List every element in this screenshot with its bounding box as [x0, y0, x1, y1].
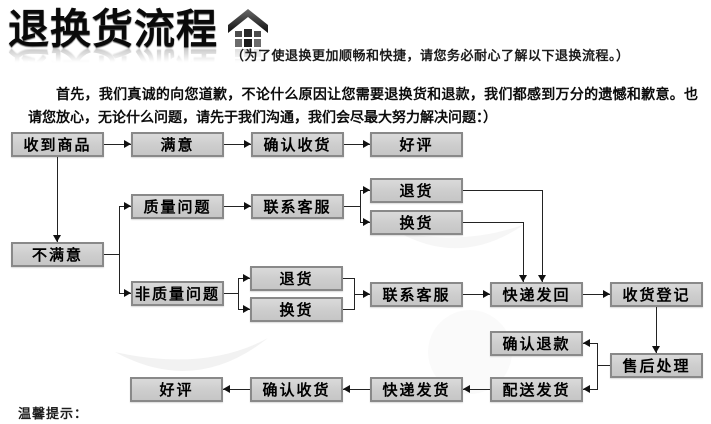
arrowhead-icon: [583, 385, 590, 393]
arrowhead-icon: [483, 290, 490, 298]
connector-line: [656, 307, 657, 353]
flow-node-quality-issue: 质量问题: [131, 194, 224, 219]
connector-line: [583, 389, 597, 390]
arrowhead-icon: [538, 275, 546, 282]
arrowhead-icon: [363, 140, 370, 148]
flow-node-satisfied: 满意: [131, 132, 224, 157]
connector-line: [597, 343, 598, 390]
intro-paragraph: 首先，我们真诚的向您道歉，不论什么原因让您需要退换货和退款，我们都感到万分的遗憾…: [28, 86, 698, 125]
flow-node-exchange-2: 换货: [250, 297, 343, 322]
flow-node-receipt-registration: 收货登记: [610, 282, 703, 307]
connector-line: [463, 389, 490, 390]
arrowhead-icon: [124, 289, 131, 297]
flow-node-after-sales: 售后处理: [610, 353, 703, 378]
connector-line: [463, 294, 490, 295]
arrowhead-icon: [652, 346, 660, 353]
connector-line: [224, 206, 251, 207]
arrowhead-icon: [244, 202, 251, 210]
arrowhead-icon: [53, 235, 61, 242]
connector-line: [223, 389, 250, 390]
arrowhead-icon: [363, 186, 370, 194]
arrowhead-icon: [463, 385, 470, 393]
arrowhead-icon: [243, 274, 250, 282]
flow-node-confirm-receipt-2: 确认收货: [250, 377, 343, 402]
arrowhead-icon: [363, 218, 370, 226]
flow-node-contact-service-2: 联系客服: [370, 282, 463, 307]
connector-line: [57, 157, 58, 242]
connector-line: [104, 144, 131, 145]
footer-note: 温馨提示：: [18, 406, 89, 421]
arrowhead-icon: [124, 202, 131, 210]
connector-line: [119, 206, 120, 294]
connector-line: [523, 222, 524, 282]
connector-line: [583, 343, 597, 344]
flow-node-exchange-1: 换货: [370, 210, 463, 235]
arrowhead-icon: [244, 140, 251, 148]
connector-line: [343, 278, 355, 279]
arrowhead-icon: [223, 385, 230, 393]
arrowhead-icon: [343, 385, 350, 393]
flow-node-good-review-1: 好评: [370, 132, 463, 157]
connector-line: [344, 144, 370, 145]
flow-node-express-dispatch: 快递发货: [370, 377, 463, 402]
flow-node-return-2: 退货: [250, 266, 343, 291]
connector-line: [343, 309, 355, 310]
flow-node-received: 收到商品: [11, 132, 104, 157]
connector-line: [463, 222, 524, 223]
arrowhead-icon: [519, 275, 527, 282]
flow-node-express-return: 快递发回: [490, 282, 583, 307]
connector-line: [542, 190, 543, 282]
subtitle: （为了使退换更加顺畅和快捷，请您务必耐心了解以下退换流程。）: [231, 48, 630, 63]
connector-line: [224, 293, 239, 294]
logo: 退换货流程: [8, 4, 271, 52]
connector-line: [343, 389, 370, 390]
connector-line: [583, 294, 610, 295]
flow-node-good-review-2: 好评: [130, 377, 223, 402]
connector-line: [224, 144, 251, 145]
connector-line: [344, 206, 361, 207]
arrowhead-icon: [243, 305, 250, 313]
connector-line: [104, 254, 120, 255]
connector-line: [238, 278, 239, 310]
arrowhead-icon: [124, 140, 131, 148]
arrowhead-icon: [583, 339, 590, 347]
arrowhead-icon: [363, 290, 370, 298]
flow-node-confirm-receipt-1: 确认收货: [251, 132, 344, 157]
house-up-arrow-icon: [228, 9, 268, 47]
connector-line: [597, 365, 610, 366]
flow-node-non-quality-issue: 非质量问题: [131, 281, 224, 306]
page-title: 退换货流程: [8, 6, 218, 52]
flow-node-unsatisfied: 不满意: [11, 242, 104, 267]
arrowhead-icon: [603, 290, 610, 298]
connector-line: [360, 190, 361, 223]
connector-line: [463, 190, 543, 191]
connector-line: [354, 294, 370, 295]
flow-node-contact-service-1: 联系客服: [251, 194, 344, 219]
flow-node-confirm-refund: 确认退款: [490, 331, 583, 356]
flow-node-return-1: 退货: [370, 178, 463, 203]
flow-node-delivery-dispatch: 配送发货: [490, 377, 583, 402]
